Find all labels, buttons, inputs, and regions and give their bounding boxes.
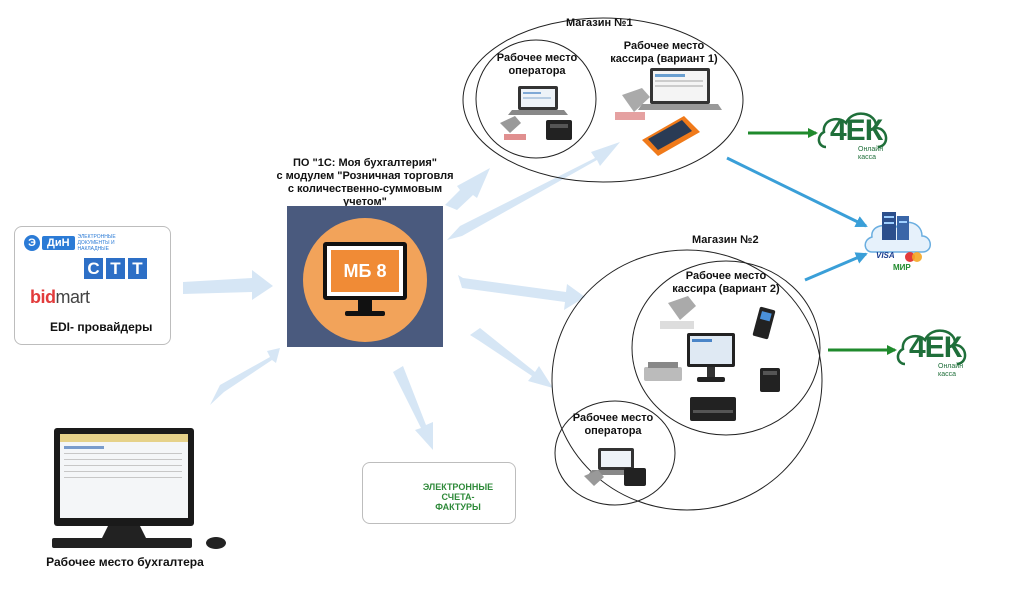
kassa1-cloud-icon: [817, 112, 888, 149]
mir-label: МИР: [893, 263, 911, 272]
center-caption-line3: с количественно-суммовым: [287, 183, 443, 195]
online-kassa-1-sub: Онлайн касса: [858, 146, 883, 162]
flow-arrows: [183, 142, 620, 450]
shop1-cashier-pos-terminal-icon: [642, 116, 700, 156]
shop1-operator-printer-icon: [546, 120, 572, 140]
arrow-edi-to-center: [183, 270, 273, 300]
edi-din-logo-letter: Э: [24, 235, 40, 251]
shop2-operator-label-line2: оператора: [584, 425, 642, 437]
shop2-cashier-scale-icon: [644, 362, 682, 381]
stt-logo: С Т Т: [84, 258, 147, 279]
edi-providers-box: [14, 226, 171, 345]
bidmart-logo-part2: mart: [55, 287, 91, 307]
monitor-icon: МБ 8: [323, 242, 407, 300]
arrow-center-shop1-operator: [445, 168, 490, 210]
shop1-operator-label: Рабочее место оператора: [492, 52, 582, 78]
shop1-cashier-label-line1: Рабочее место: [623, 40, 705, 52]
shop2-title: Магазин №2: [692, 234, 759, 246]
shop2-cashier-cash-drawer-icon: [690, 397, 736, 421]
shop2-cashier-zone: [631, 260, 821, 436]
shop1-operator-zone: [475, 39, 597, 159]
kassa2-cloud-icon: [896, 329, 967, 366]
shop1-group: [462, 17, 744, 183]
center-caption-line4: учетом": [343, 196, 387, 208]
shop2-cashier-card-reader-icon: [752, 306, 776, 340]
mb8-disc: МБ 8: [303, 218, 427, 342]
payment-cloud-icon: [864, 212, 931, 262]
stt-logo-letter-1: С: [84, 258, 103, 279]
bidmart-logo-part1: bid: [30, 287, 56, 307]
edi-din-logo-name: ДиН: [42, 236, 75, 250]
shop2-cashier-receipt-printer-icon: [760, 368, 780, 392]
shop1-cashier-scanner-icon: [615, 88, 650, 120]
evat-box: [362, 462, 516, 524]
shop2-operator-printer-icon: [624, 468, 646, 486]
arrow-center-accountant: [210, 348, 280, 405]
shop1-title: Магазин №1: [566, 17, 633, 29]
online-kassa-2-sub-line2: касса: [938, 371, 957, 378]
arrow-center-shop2-cashier: [458, 275, 585, 310]
shop1-operator-scanner-icon: [500, 116, 526, 140]
online-kassa-1-sub-line1: Онлайн: [858, 146, 884, 153]
evat-label: ЭЛЕКТРОННЫЕ СЧЕТА- ФАКТУРЫ: [406, 482, 510, 512]
evat-label-line2: ФАКТУРЫ: [435, 502, 481, 512]
shop2-operator-scanner-icon: [584, 470, 604, 486]
shop2-operator-label-line1: Рабочее место: [572, 412, 654, 424]
shop2-cashier-scanner-icon: [660, 296, 696, 329]
shop1-cashier-label-line2: кассира (вариант 1): [610, 53, 718, 65]
online-kassa-1-sub-line2: касса: [858, 154, 877, 161]
online-kassa-logo-2: 4ЕК: [909, 331, 962, 364]
shop1-cashier-laptop-icon: [638, 68, 722, 110]
arrow-center-shop2-operator: [470, 328, 553, 388]
stt-logo-letter-3: Т: [128, 258, 147, 279]
shop1-cashier-label: Рабочее место кассира (вариант 1): [598, 40, 730, 66]
center-caption-line2: с модулем "Розничная торговля: [276, 170, 454, 182]
accountant-desktop-icon: [52, 428, 226, 549]
shop2-operator-label: Рабочее место оператора: [568, 412, 658, 438]
arrow-center-evat: [393, 366, 433, 450]
shop1-operator-label-line1: Рабочее место: [496, 52, 578, 64]
center-caption-line1: ПО "1С: Моя бухгалтерия": [292, 157, 438, 169]
mb8-screen-label: МБ 8: [331, 250, 399, 292]
arrow-shop1-to-payment: [726, 156, 868, 228]
shop2-operator-zone: [554, 400, 676, 506]
online-kassa-logo-1: 4ЕК: [830, 114, 883, 147]
evat-label-line1: ЭЛЕКТРОННЫЕ СЧЕТА-: [422, 482, 494, 502]
accountant-label: Рабочее место бухгалтера: [46, 555, 204, 569]
shop2-cashier-label-line2: кассира (вариант 2): [672, 283, 780, 295]
shop2-group: [551, 249, 823, 511]
shop2-cashier-label-line1: Рабочее место: [685, 270, 767, 282]
arrow-center-shop1-cashier: [447, 142, 620, 240]
visa-label: VISA: [876, 251, 895, 260]
bidmart-logo: bidmart: [30, 287, 90, 308]
monitor-stand: [358, 300, 372, 312]
shop1-operator-laptop-icon: [508, 86, 568, 115]
online-kassa-2-sub: Онлайн касса: [938, 363, 963, 379]
arrow-shop2-to-payment: [804, 252, 868, 282]
edi-din-logo-subtitle: ЭЛЕКТРОННЫЕ ДОКУМЕНТЫ И НАКЛАДНЫЕ: [77, 234, 116, 252]
shop2-cashier-pos-monitor-icon: [687, 333, 735, 382]
shop1-operator-label-line2: оператора: [508, 65, 566, 77]
edi-din-logo: Э ДиН ЭЛЕКТРОННЫЕ ДОКУМЕНТЫ И НАКЛАДНЫЕ: [24, 234, 116, 252]
online-kassa-2-text: 4ЕК: [909, 331, 962, 364]
shop2-cashier-label: Рабочее место кассира (вариант 2): [660, 270, 792, 296]
monitor-base: [345, 311, 385, 316]
stt-logo-letter-2: Т: [106, 258, 125, 279]
edi-providers-label: EDI- провайдеры: [50, 320, 153, 334]
online-kassa-1-text: 4ЕК: [830, 114, 883, 147]
online-kassa-2-sub-line1: Онлайн: [938, 363, 964, 370]
mb8-software-card: МБ 8: [287, 206, 443, 347]
center-caption: ПО "1С: Моя бухгалтерия" с модулем "Розн…: [252, 157, 478, 209]
